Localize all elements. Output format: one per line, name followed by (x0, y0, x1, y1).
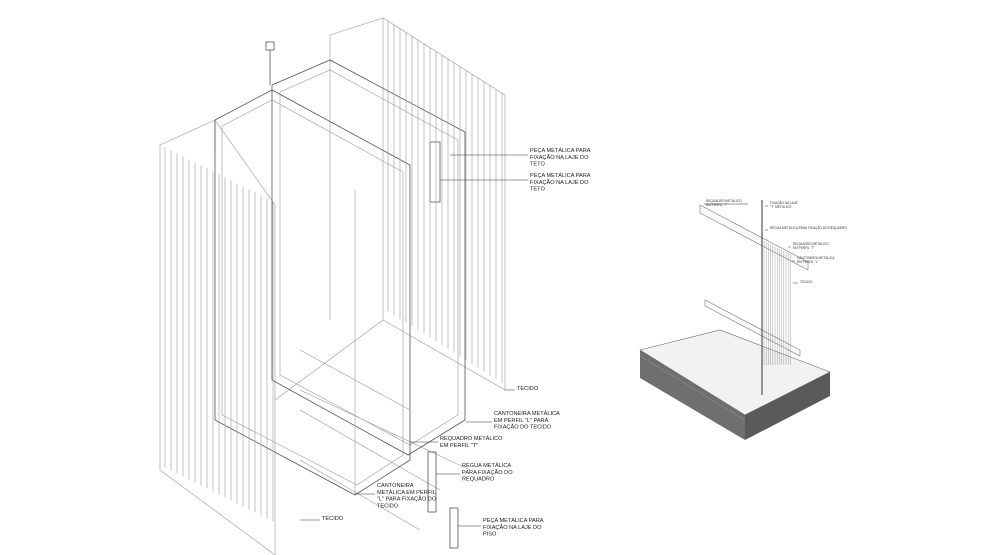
label-line: TETO (530, 187, 545, 193)
label-line: CANTONEIRA METÁLICA (494, 410, 560, 417)
label-line: RÉGUA METÁLICA PARA FIXAÇÃO DO REQUADRO (770, 225, 847, 230)
label-line: PEÇA METÁLICA PARA (530, 147, 591, 154)
label-line: REQUADRO METÁLICO (440, 435, 503, 442)
label-line: FIXAÇÃO NA LAJE DO (483, 524, 542, 531)
label-fixacao-laje: FIXAÇÃO NA LAJE"T" METÁLICO (765, 200, 798, 209)
label-tecido-right: TECIDO (505, 386, 539, 392)
label-line: CANTONEIRA (377, 483, 414, 489)
floor-fixture (449, 507, 459, 549)
label-line: TETO (530, 162, 545, 168)
label-tecido: TECIDO (793, 280, 813, 284)
label-line: EM PERFIL "T" (706, 203, 728, 207)
slab-side-left (640, 350, 745, 440)
front-panel-outline (159, 119, 276, 555)
label-line: PISO (483, 532, 497, 538)
label-line: PEÇA METÁLICA PARA (530, 172, 591, 179)
label-line: EM PERFIL "L" PARA (494, 418, 549, 424)
label-line: FIXAÇÃO DO TECIDO (494, 424, 552, 431)
label-line: REQUADRO (462, 477, 495, 483)
label-line: REQUADRO METÁLICO (793, 242, 829, 246)
label-regua: RÉGUA METÁLICA PARA FIXAÇÃO DO REQUADRO (765, 225, 847, 231)
label-line: "L" PARA FIXAÇÃO DO (377, 496, 437, 503)
regua-fixture (427, 451, 437, 513)
label-line: "T" METÁLICO (770, 205, 792, 209)
label-line: FIXAÇÃO NA LAJE (770, 200, 798, 205)
label-line: FIXAÇÃO NA LAJE DO (530, 154, 589, 161)
label-line: FIXAÇÃO NA LAJE DO (530, 179, 589, 186)
label-line: PEÇA METÁLICA PARA (483, 517, 544, 524)
frame-back (271, 59, 466, 456)
label-line: REQUADRO METÁLICO (706, 199, 742, 203)
slab-side-right (745, 372, 830, 440)
label-line: EM PERFIL "L" (797, 260, 819, 264)
wall-fixture (429, 141, 441, 203)
label-line: EM PERFIL "T" (440, 443, 478, 449)
label-tecido-left: TECIDO (300, 516, 344, 522)
frame-front (214, 89, 411, 496)
label-line: TECIDO (377, 503, 399, 509)
label-line: PARA FIXAÇÃO DO (462, 469, 513, 476)
label-line: METÁLICA EM PERFIL (377, 489, 436, 496)
ceiling-beam (699, 204, 809, 271)
label-line: RÉGUA METÁLICA (462, 462, 511, 469)
label-line: TECIDO (322, 516, 344, 522)
label-line: EM PERFIL "T" (793, 246, 815, 250)
ceiling-fixture (265, 41, 275, 51)
label-line: TECIDO (800, 280, 813, 284)
label-line: CANTONEIRA METÁLICA (797, 256, 835, 260)
label-line: TECIDO (517, 386, 539, 392)
